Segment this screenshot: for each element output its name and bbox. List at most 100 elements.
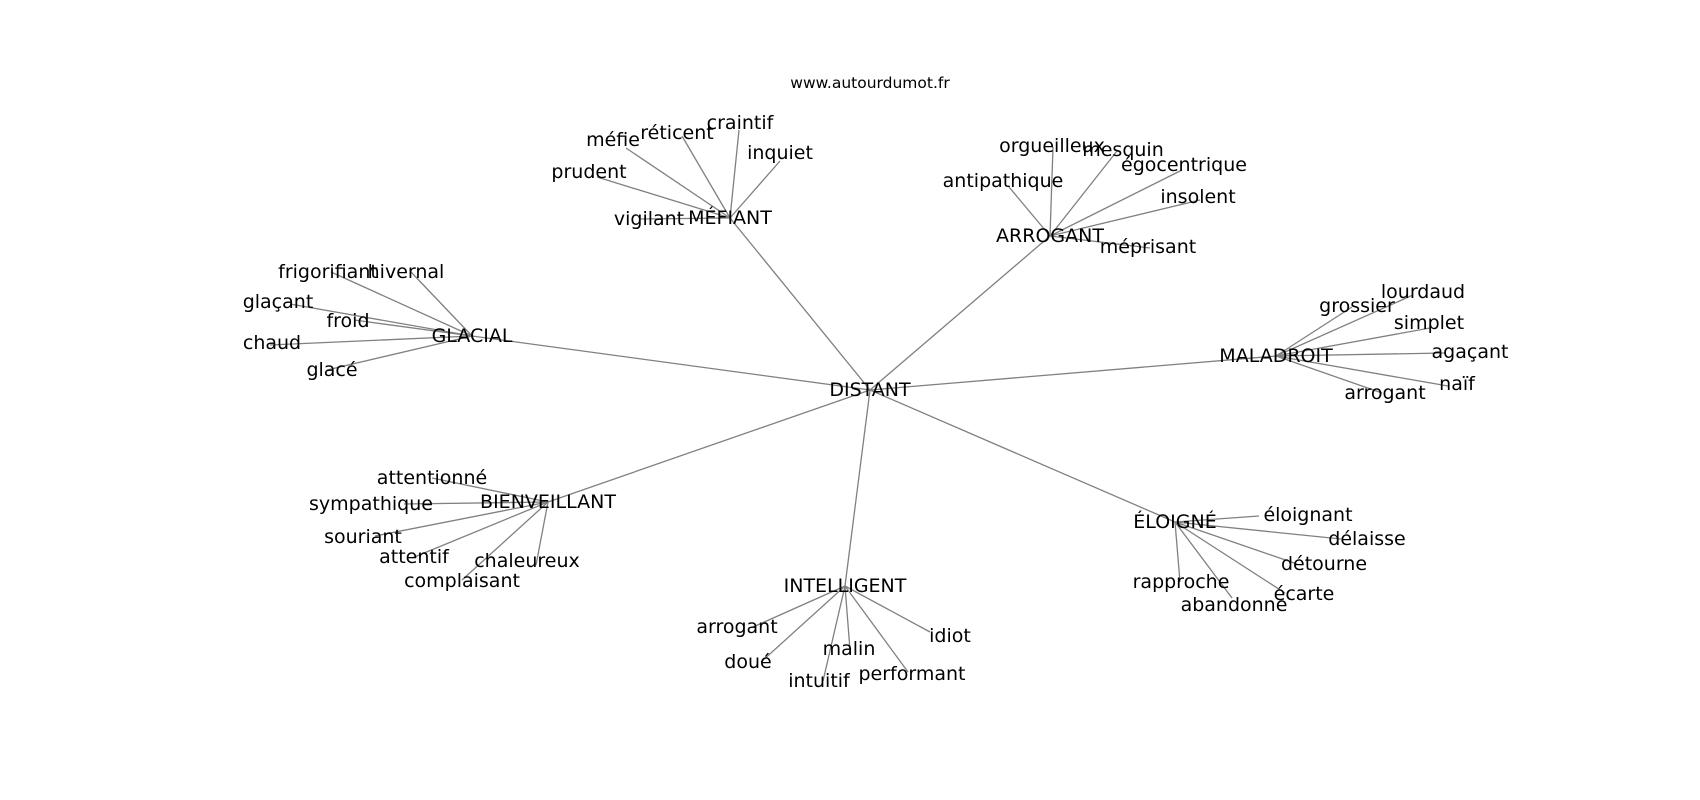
edge-arrogant-meprisant xyxy=(1049,235,1151,249)
edge-maladroit-grossier xyxy=(1275,306,1353,357)
word-node-insolent: insolent xyxy=(1160,186,1235,208)
edge-bienveillant-chaleureux xyxy=(535,501,549,566)
word-node-eloignant: éloignant xyxy=(1263,504,1352,526)
edge-bienveillant-souriant xyxy=(374,501,549,537)
word-node-egocentrique: égocentrique xyxy=(1121,154,1247,176)
word-node-orgueilleux: orgueilleux xyxy=(999,135,1105,157)
word-node-froid: froid xyxy=(326,310,369,332)
edge-mefiant-vigilant xyxy=(639,217,731,220)
edges-layer xyxy=(269,129,1449,682)
word-node-simplet: simplet xyxy=(1394,312,1464,334)
word-node-inquiet: inquiet xyxy=(747,142,813,164)
word-node-naif: naïf xyxy=(1439,373,1476,395)
word-node-chaleureux: chaleureux xyxy=(474,550,580,572)
edge-bienveillant-attentif xyxy=(411,501,549,559)
word-node-grossier: grossier xyxy=(1319,295,1395,317)
edge-center-eloigne xyxy=(869,389,1176,523)
word-node-idiot: idiot xyxy=(929,625,971,647)
edge-arrogant-egocentrique xyxy=(1049,169,1183,237)
word-node-reticent: réticent xyxy=(640,122,713,144)
edge-eloigne-eloignant xyxy=(1174,515,1260,523)
edge-eloigne-ecarte xyxy=(1174,521,1286,594)
edge-intelligent-doue xyxy=(760,585,846,663)
edge-intelligent-idiot xyxy=(844,585,931,633)
word-node-doue: doué xyxy=(724,651,771,673)
edge-mefiant-craintif xyxy=(729,129,740,219)
word-node-souriant: souriant xyxy=(324,526,402,548)
edge-glacial-glacant xyxy=(289,303,473,337)
edge-glacial-chaud xyxy=(269,335,473,346)
edge-glacial-hivernal xyxy=(410,271,473,337)
cluster-node-mefiant: MÉFIANT xyxy=(688,206,772,229)
edge-center-glacial xyxy=(471,335,871,391)
cluster-node-intelligent: INTELLIGENT xyxy=(784,575,907,597)
edge-bienveillant-complaisant xyxy=(461,501,549,581)
word-node-sympathique: sympathique xyxy=(309,493,433,515)
word-node-mesquin: mesquin xyxy=(1082,139,1164,161)
edge-glacial-frigorifiant xyxy=(330,271,473,337)
edge-bienveillant-attentionne xyxy=(431,477,549,503)
edge-maladroit-arrogant xyxy=(1275,355,1383,394)
word-node-ecarte: écarte xyxy=(1274,583,1335,605)
edge-center-mefiant xyxy=(729,217,871,391)
edge-eloigne-detourne xyxy=(1174,521,1298,565)
word-node-antipathique: antipathique xyxy=(943,170,1064,192)
edge-center-bienveillant xyxy=(547,389,871,503)
word-node-frigorifiant: frigorifiant xyxy=(278,261,378,283)
word-node-arrogant: arrogant xyxy=(1344,382,1425,404)
word-node-glacant: glaçant xyxy=(243,291,314,313)
watermark-text: www.autourdumot.fr xyxy=(790,74,950,92)
word-node-agacant: agaçant xyxy=(1432,341,1509,363)
edge-arrogant-orgueilleux xyxy=(1049,146,1054,237)
word-node-lourdaud: lourdaud xyxy=(1381,281,1465,303)
edge-intelligent-intuitif xyxy=(822,585,846,682)
word-node-intuitif: intuitif xyxy=(788,670,851,692)
word-node-delaisse: délaisse xyxy=(1328,528,1405,550)
cluster-node-arrogant: ARROGANT xyxy=(996,225,1104,247)
word-node-attentionne: attentionné xyxy=(377,467,487,489)
edge-glacial-glace xyxy=(326,335,473,371)
word-node-detourne: détourne xyxy=(1281,553,1367,575)
center-node-distant: DISTANT xyxy=(829,379,911,401)
edge-arrogant-antipathique xyxy=(1008,186,1051,237)
word-node-prudent: prudent xyxy=(551,161,626,183)
word-node-performant: performant xyxy=(859,663,966,685)
edge-arrogant-mesquin xyxy=(1049,150,1118,237)
word-node-rapproche: rapproche xyxy=(1133,571,1230,593)
word-node-malin: malin xyxy=(823,638,876,660)
edge-mefiant-reticent xyxy=(681,135,731,219)
word-node-craintif: craintif xyxy=(707,112,775,134)
edge-bienveillant-sympathique xyxy=(403,501,549,505)
cluster-node-glacial: GLACIAL xyxy=(432,325,513,347)
word-node-arrogant: arrogant xyxy=(696,616,777,638)
word-node-meprisant: méprisant xyxy=(1100,236,1196,258)
edge-mefiant-prudent xyxy=(596,176,731,219)
word-node-glace: glacé xyxy=(306,359,357,381)
edge-maladroit-agacant xyxy=(1275,352,1446,357)
cluster-node-bienveillant: BIENVEILLANT xyxy=(480,491,616,513)
word-node-chaud: chaud xyxy=(243,332,301,354)
edge-eloigne-rapproche xyxy=(1174,521,1181,583)
word-node-hivernal: hivernal xyxy=(368,261,445,283)
edge-intelligent-performant xyxy=(844,585,909,673)
word-node-mefie: méfie xyxy=(586,129,640,151)
edge-glacial-froid xyxy=(353,319,473,337)
edge-maladroit-lourdaud xyxy=(1275,294,1414,357)
edge-center-intelligent xyxy=(844,389,871,587)
word-node-abandonne: abandonne xyxy=(1181,594,1288,616)
edge-eloigne-abandonne xyxy=(1174,521,1233,599)
edge-intelligent-arrogant xyxy=(752,585,846,628)
word-node-complaisant: complaisant xyxy=(404,570,520,592)
edge-center-maladroit xyxy=(869,355,1277,391)
edge-maladroit-simplet xyxy=(1275,327,1431,357)
cluster-node-eloigne: ÉLOIGNÉ xyxy=(1133,510,1216,533)
edge-intelligent-malin xyxy=(844,585,851,651)
edge-mefiant-inquiet xyxy=(729,160,781,219)
edge-mefiant-mefie xyxy=(625,147,731,219)
edge-eloigne-delaisse xyxy=(1174,521,1342,540)
word-node-attentif: attentif xyxy=(379,546,450,568)
word-node-vigilant: vigilant xyxy=(614,208,684,230)
cluster-node-maladroit: MALADROIT xyxy=(1219,345,1333,367)
